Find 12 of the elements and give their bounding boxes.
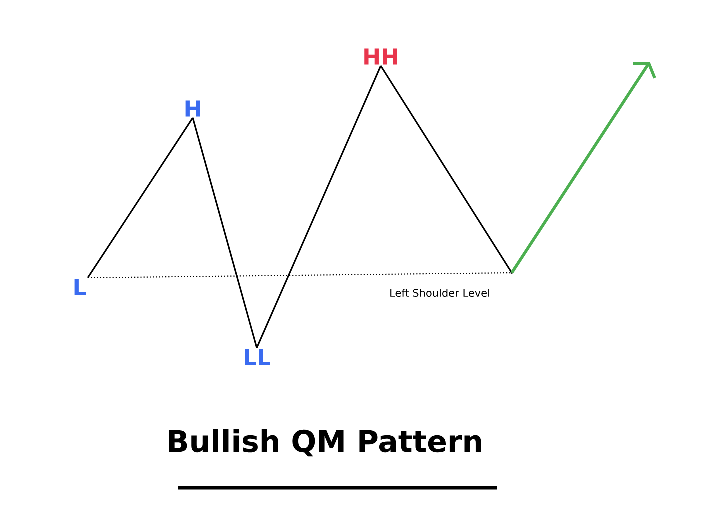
title: Bullish QM Pattern bbox=[169, 429, 482, 457]
price-line bbox=[87, 118, 194, 278]
point-label: L bbox=[74, 279, 86, 296]
point-label: H bbox=[186, 100, 200, 117]
price-line bbox=[192, 118, 258, 348]
point-label: LL bbox=[245, 349, 270, 366]
trend-arrow bbox=[510, 62, 656, 274]
price-line bbox=[256, 66, 382, 348]
point-label: HH bbox=[364, 48, 398, 65]
level-line bbox=[88, 272, 512, 279]
price-line bbox=[380, 66, 513, 274]
edge-label: Left Shoulder Level bbox=[388, 288, 492, 298]
